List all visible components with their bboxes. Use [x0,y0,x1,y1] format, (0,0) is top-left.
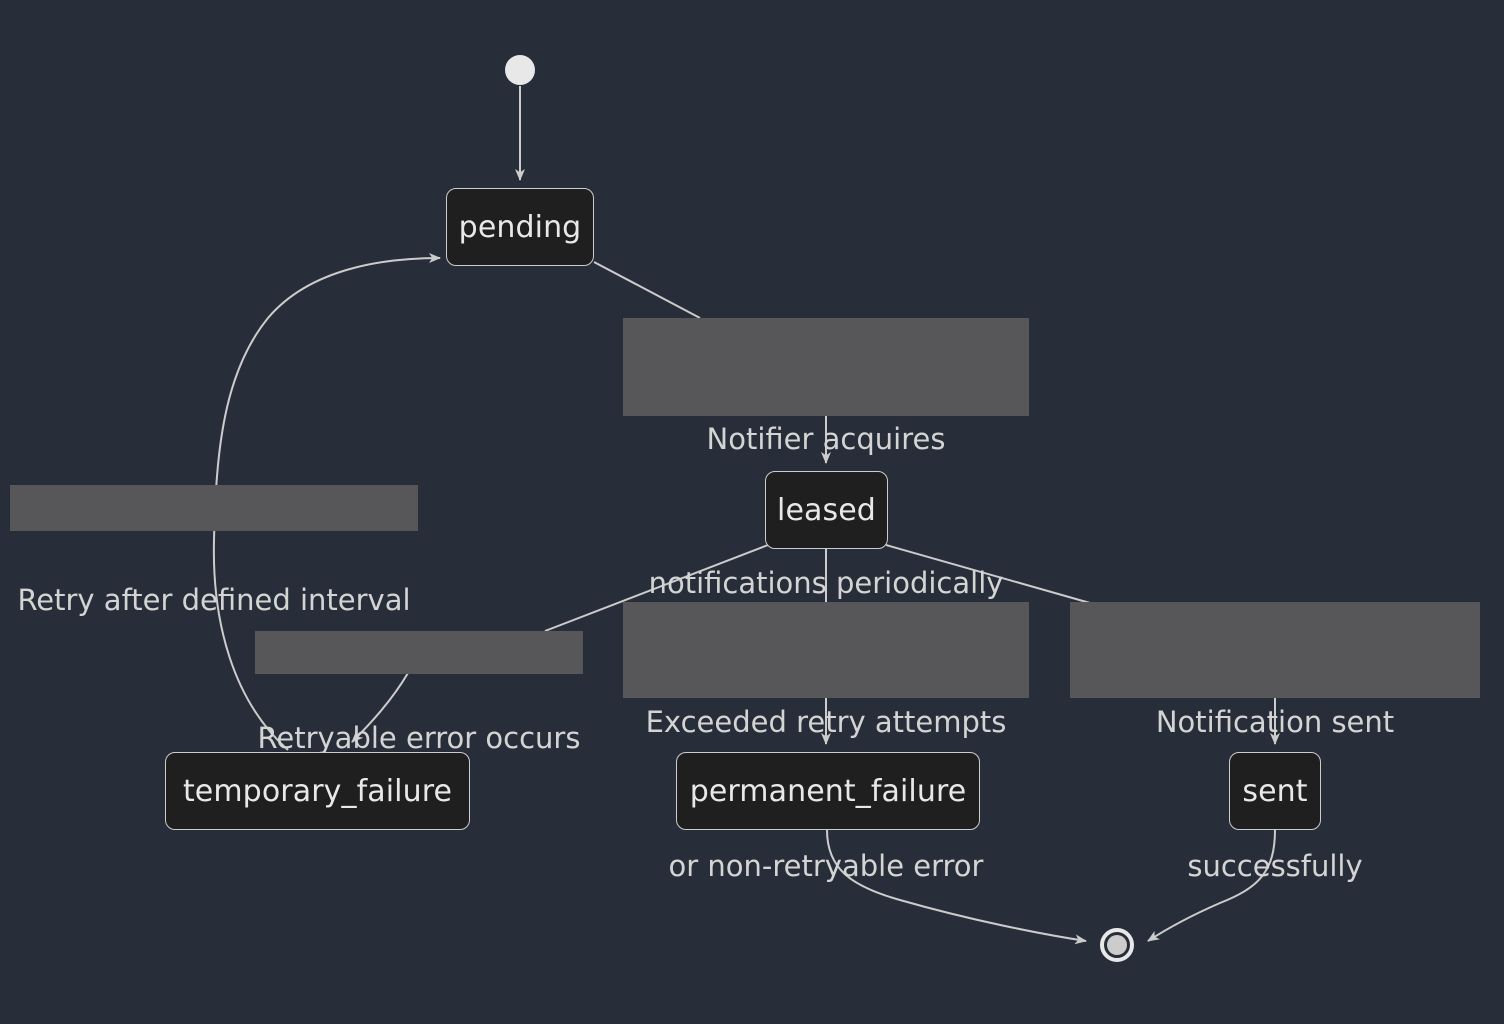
state-node-permanent-failure[interactable]: permanent_failure [676,752,980,830]
state-label-leased: leased [777,492,876,528]
state-node-pending[interactable]: pending [446,188,594,266]
state-node-sent[interactable]: sent [1229,752,1321,830]
state-label-permanent-failure: permanent_failure [689,773,967,809]
edge-label-exceeded-retry-line2: or non-retryable error [668,849,984,883]
edge-label-retry-after-interval-text: Retry after defined interval [17,583,411,617]
end-node-inner-circle [1107,935,1127,955]
edge-label-exceeded-retry-line1: Exceeded retry attempts [645,705,1007,739]
edge-label-notifier-acquires-line1: Notifier acquires [706,422,946,456]
edge-label-notifier-acquires: Notifier acquires notifications periodic… [623,318,1029,600]
edge-label-retry-after-interval: Retry after defined interval [10,485,418,617]
edge-pending-to-leased [593,261,701,319]
state-label-sent: sent [1242,773,1308,809]
edge-label-retryable-error: Retryable error occurs [255,631,583,755]
state-label-pending: pending [458,209,582,245]
start-node [505,55,535,85]
state-node-temporary-failure[interactable]: temporary_failure [165,752,470,830]
edge-label-notifier-acquires-line2: notifications periodically [648,566,1004,600]
edge-label-notification-sent-line1: Notification sent [1155,705,1395,739]
edge-label-exceeded-retry: Exceeded retry attempts or non-retryable… [623,602,1029,883]
edge-label-notification-sent: Notification sent successfully [1070,602,1480,883]
state-node-leased[interactable]: leased [765,471,888,549]
state-label-temporary-failure: temporary_failure [182,773,453,809]
edge-label-notification-sent-line2: successfully [1187,849,1363,883]
